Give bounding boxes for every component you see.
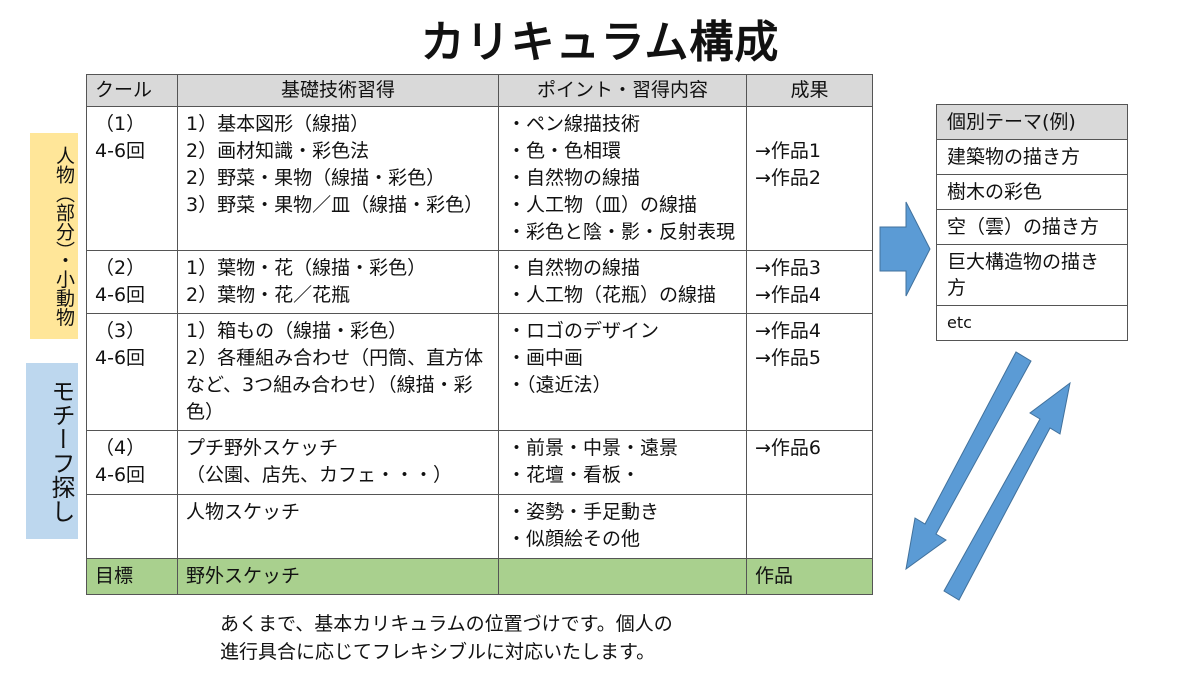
themes-table: 個別テーマ(例) 建築物の描き方 樹木の彩色 空（雲）の描き方 巨大構造物の描き… (936, 104, 1128, 341)
table-row: （4） 4-6回 プチ野外スケッチ （公園、店先、カフェ・・・） ・前景・中景・… (86, 430, 873, 495)
table-row: （3） 4-6回 1）箱もの（線描・彩色） 2）各種組み合わせ（円筒、直方体など… (86, 313, 873, 431)
skill-item: 人物スケッチ (186, 501, 301, 523)
list-item: 巨大構造物の描き方 (936, 244, 1128, 306)
result-item: →作品5 (755, 347, 822, 369)
skill-item: 2）各種組み合わせ（円筒、直方体など、3つ組み合わせ）（線描・彩色） (186, 347, 484, 423)
col-header-points: ポイント・習得内容 (498, 74, 747, 107)
point-item: ・花壇・看板・ (507, 464, 641, 486)
theme-item: 巨大構造物の描き方 (936, 244, 1128, 306)
point-item: ・自然物の線描 (507, 167, 641, 189)
point-item: ・ペン線描技術 (507, 113, 641, 135)
points-cell: ・ロゴのデザイン ・画中画 ・（遠近法） (498, 313, 747, 431)
cool-number: （2） (95, 257, 146, 279)
point-item: ・自然物の線描 (507, 257, 641, 279)
result-item: →作品1 (755, 140, 822, 162)
skill-item: （公園、店先、カフェ・・・） (186, 464, 453, 486)
list-item: 樹木の彩色 (936, 174, 1128, 210)
footnote-line: あくまで、基本カリキュラムの位置づけです。個人の (220, 613, 673, 635)
points-cell: ・姿勢・手足動き ・似顔絵その他 (498, 494, 747, 559)
points-cell: ・ペン線描技術 ・色・色相環 ・自然物の線描 ・人工物（皿）の線描 ・彩色と陰・… (498, 106, 747, 251)
cool-number: （3） (95, 320, 146, 342)
result-item: →作品6 (755, 437, 822, 459)
theme-item: 樹木の彩色 (936, 174, 1128, 210)
cool-count: 4-6回 (95, 284, 146, 306)
theme-item-etc: etc (936, 305, 1128, 341)
point-item: ・似顔絵その他 (507, 528, 641, 550)
table-row: （1） 4-6回 1）基本図形（線描） 2）画材知識・彩色法 2）野菜・果物（線… (86, 106, 873, 251)
cool-cell (86, 494, 178, 559)
cool-count: 4-6回 (95, 464, 146, 486)
result-item: →作品3 (755, 257, 822, 279)
skill-item: 2）画材知識・彩色法 (186, 140, 370, 162)
footnote-line: 進行具合に応じてフレキシブルに対応いたします。 (220, 641, 656, 663)
point-item: ・姿勢・手足動き (507, 501, 660, 523)
list-item: etc (936, 305, 1128, 341)
theme-item: 建築物の描き方 (936, 139, 1128, 175)
points-cell: ・自然物の線描 ・人工物（花瓶）の線描 (498, 250, 747, 314)
point-item: ・ロゴのデザイン (507, 320, 660, 342)
col-header-results: 成果 (746, 74, 873, 107)
list-item: 空（雲）の描き方 (936, 209, 1128, 245)
cool-cell: （2） 4-6回 (86, 250, 178, 314)
goal-point (498, 558, 747, 595)
skills-cell: 人物スケッチ (177, 494, 499, 559)
goal-result: 作品 (746, 558, 873, 595)
diagonal-down-arrow-icon (905, 351, 1032, 571)
diagonal-up-arrow-icon (943, 381, 1071, 601)
right-arrow-icon (879, 201, 931, 297)
point-item: ・彩色と陰・影・反射表現 (507, 221, 736, 243)
result-item: →作品4 (755, 284, 822, 306)
goal-label: 目標 (86, 558, 178, 595)
results-cell: →作品4 →作品5 (746, 313, 873, 431)
result-item: →作品2 (755, 167, 822, 189)
results-cell: →作品3 →作品4 (746, 250, 873, 314)
side-label-people: 人物（部分）・小動物 (30, 133, 78, 339)
cool-count: 4-6回 (95, 347, 146, 369)
skill-item: 1）葉物・花（線描・彩色） (186, 257, 427, 279)
cool-cell: （3） 4-6回 (86, 313, 178, 431)
point-item: ・前景・中景・遠景 (507, 437, 679, 459)
goal-skill: 野外スケッチ (177, 558, 499, 595)
results-cell: →作品6 (746, 430, 873, 495)
results-cell (746, 494, 873, 559)
goal-row: 目標 野外スケッチ 作品 (86, 558, 873, 595)
cool-number: （4） (95, 437, 146, 459)
point-item: ・色・色相環 (507, 140, 622, 162)
table-header-row: クール 基礎技術習得 ポイント・習得内容 成果 (86, 74, 873, 107)
skill-item: 1）箱もの（線描・彩色） (186, 320, 408, 342)
page-title: カリキュラム構成 (420, 17, 780, 68)
point-item: ・人工物（花瓶）の線描 (507, 284, 717, 306)
skills-cell: 1）基本図形（線描） 2）画材知識・彩色法 2）野菜・果物（線描・彩色） 3）野… (177, 106, 499, 251)
table-row: 人物スケッチ ・姿勢・手足動き ・似顔絵その他 (86, 494, 873, 559)
skill-item: プチ野外スケッチ (186, 437, 339, 459)
table-row: （2） 4-6回 1）葉物・花（線描・彩色） 2）葉物・花／花瓶 ・自然物の線描… (86, 250, 873, 314)
skill-item: 2）葉物・花／花瓶 (186, 284, 351, 306)
footnote: あくまで、基本カリキュラムの位置づけです。個人の 進行具合に応じてフレキシブルに… (220, 610, 673, 666)
theme-item: 空（雲）の描き方 (936, 209, 1128, 245)
point-item: ・人工物（皿）の線描 (507, 194, 698, 216)
skills-cell: 1）箱もの（線描・彩色） 2）各種組み合わせ（円筒、直方体など、3つ組み合わせ）… (177, 313, 499, 431)
results-cell: →作品1 →作品2 (746, 106, 873, 251)
point-item: ・画中画 (507, 347, 584, 369)
col-header-skills: 基礎技術習得 (177, 74, 499, 107)
themes-header: 個別テーマ(例) (936, 104, 1128, 140)
point-item: ・（遠近法） (507, 374, 612, 396)
skill-item: 1）基本図形（線描） (186, 113, 370, 135)
cool-count: 4-6回 (95, 140, 146, 162)
cool-number: （1） (95, 113, 146, 135)
curriculum-table: クール 基礎技術習得 ポイント・習得内容 成果 （1） 4-6回 1）基本図形（… (86, 74, 873, 595)
skills-cell: プチ野外スケッチ （公園、店先、カフェ・・・） (177, 430, 499, 495)
cool-cell: （4） 4-6回 (86, 430, 178, 495)
skills-cell: 1）葉物・花（線描・彩色） 2）葉物・花／花瓶 (177, 250, 499, 314)
result-item: →作品4 (755, 320, 822, 342)
skill-item: 2）野菜・果物（線描・彩色） (186, 167, 446, 189)
list-item: 建築物の描き方 (936, 139, 1128, 175)
skill-item: 3）野菜・果物／皿（線描・彩色） (186, 194, 484, 216)
side-label-motif: モチーフ探し (26, 363, 78, 539)
themes-header-row: 個別テーマ(例) (936, 104, 1128, 140)
